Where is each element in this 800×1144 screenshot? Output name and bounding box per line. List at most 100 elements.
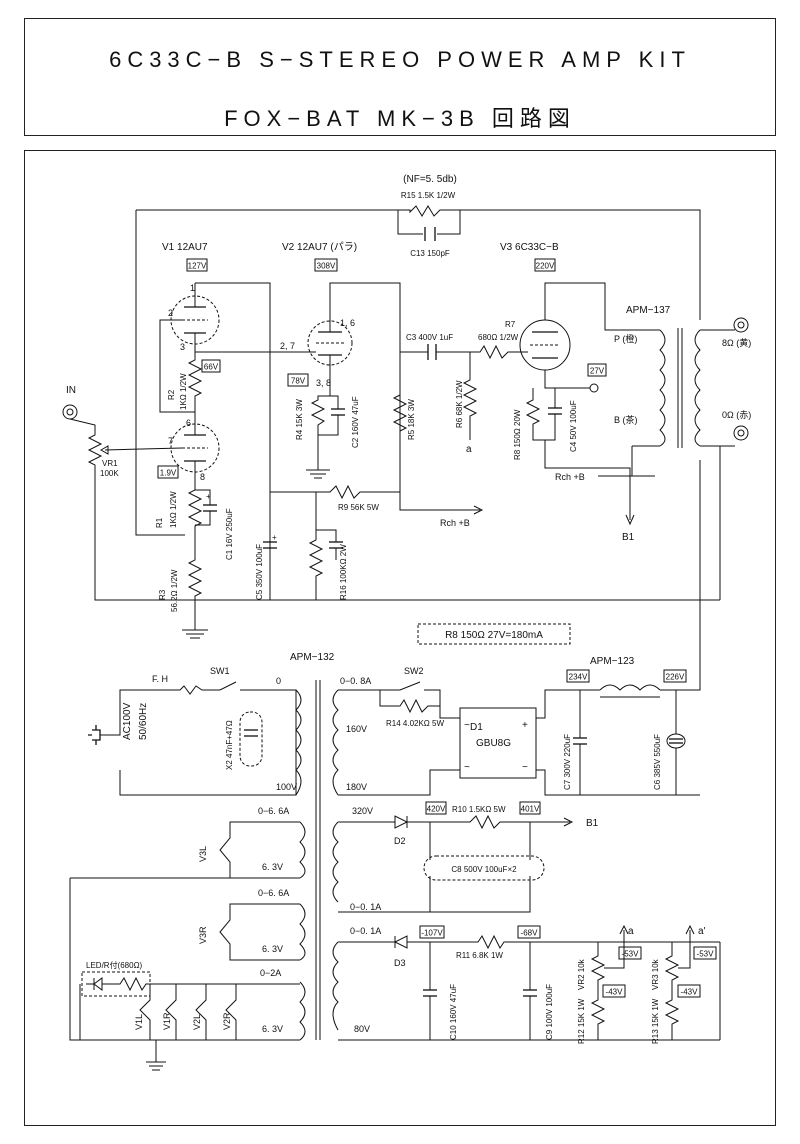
sw2-wire [338,681,460,719]
v1-pin2: 2 [168,308,173,318]
v2-pin27: 2, 7 [280,341,295,351]
v53b-label: -53V [697,950,715,959]
v53a-box [618,946,642,960]
v66-box [201,359,221,373]
v2-pin38: 3, 8 [316,378,331,388]
bias-filter-wires [338,942,720,1041]
led-label: LED/R付(680Ω) [86,960,143,970]
d1-part: GBU8G [476,738,511,749]
c2-label: C2 160V 47uF [351,396,360,448]
output-transformer-label: APM−137 [626,305,671,316]
b-plus-wire [660,460,701,691]
kit-title: 6C33C−B S−STEREO POWER AMP KIT [109,47,691,72]
v53b-box [693,946,717,960]
svg-text:+: + [206,492,211,501]
heater-1-wire [219,821,300,879]
r3-resistor [187,552,203,630]
r5-resistor [392,394,408,432]
choke-coil [599,684,661,691]
v1-plate-wire [194,282,271,600]
ht-return-wire [338,769,460,796]
v2-plate-voltage: 308V [317,262,336,271]
r14-resistor [379,690,440,714]
v226-label: 226V [666,673,685,682]
b1-psu-arrow [563,817,574,827]
r8-label: R8 150Ω 20W [513,409,522,460]
primary-100v-label: 100V [276,782,297,792]
v2-pin16: 1, 6 [340,318,355,328]
c5-label: C5 350V 100uF [255,544,264,600]
v401-box [519,801,541,815]
svg-text:~: ~ [464,720,470,731]
ground-symbol-v1 [182,629,208,639]
v68-box [517,925,541,939]
title-frame: 6C33C−B S−STEREO POWER AMP KIT FOX−BAT M… [24,18,776,136]
bias-secondary-coil [332,941,339,1031]
v1-plate-voltage: 127V [188,262,207,271]
vr3-label: VR3 10k [651,958,660,990]
c7-label: C7 300V 220uF [563,734,572,790]
heater-2-voltage: 6. 3V [262,944,283,954]
r4-c2-network [310,355,339,436]
ac-frequency: 50/60Hz [138,703,149,740]
r9-resistor [270,484,400,500]
ac-plug-icon [88,725,101,745]
v3-plate-wire [544,282,632,331]
v43b-label: -43V [681,988,699,997]
v107-box [419,925,445,939]
heater-v2l-label: V2L [192,1014,202,1030]
input-jack [62,404,78,420]
r9-label: R9 56K 5W [338,503,379,512]
v66-label: 66V [204,363,219,372]
bias-a-arrow [619,924,629,935]
d3-diode [393,935,408,949]
primary-b-label: B (茶) [614,414,638,425]
choke-label: APM−123 [590,656,635,667]
heater-coil-2 [299,903,306,961]
r10-label: R10 1.5KΩ 5W [452,805,506,814]
bias-a-output [604,930,625,969]
output-primary-coil [659,329,666,447]
r2-value: 1KΩ 1/2W [179,373,188,410]
primary-zero-label: 0 [276,676,281,686]
vr3-r13-network [664,942,680,1040]
tap-320v-label: 320V [352,806,373,816]
r16-cap-wire [316,529,337,560]
r6-resistor [462,352,478,440]
r1-value: 1KΩ 1/2W [169,491,178,528]
led-diode [93,977,103,991]
heater-1-voltage: 6. 3V [262,862,283,872]
heater-3-voltage: 6. 3V [262,1024,283,1034]
v1-cathode-to-v2-wire [194,333,316,353]
b1-psu-label: B1 [586,818,599,829]
d2-diode [394,815,409,829]
v1-grid-wire [159,319,195,413]
r16-label: R16 100KΩ 2W [339,544,348,600]
d2-label: D2 [394,836,406,846]
rch-b-wire-2 [399,500,480,511]
tap-0-label: 0Ω (赤) [722,410,751,420]
v2-plate-wire [329,282,401,500]
b1-secondary-coil [332,821,339,903]
vr1-potentiometer [69,418,103,478]
rch-b-arrow [473,505,484,515]
tap-8-label: 8Ω (黄) [722,337,751,348]
v78-box [287,373,309,387]
v43b-box [677,984,701,998]
heater-v3r-label: V3R [198,926,208,944]
heater-1-current: 0−6. 6A [258,806,289,816]
vr1-value: 100K [100,469,119,478]
primary-lead-wires [632,329,660,447]
ht-secondary-coil [332,689,339,796]
v68-label: -68V [521,929,539,938]
ac-voltage: AC100V [122,702,133,740]
svg-text:−: − [522,762,528,773]
sw1-label: SW1 [210,666,230,676]
r2-label: R2 [167,389,176,400]
v3-plate-voltage-box [534,258,556,272]
c8-wires [338,822,531,913]
v19-box [157,465,179,479]
heater-v1r-label: V1R [162,1012,172,1030]
v3-cathode-wire [544,370,590,389]
r7-label: R7 [505,320,516,329]
